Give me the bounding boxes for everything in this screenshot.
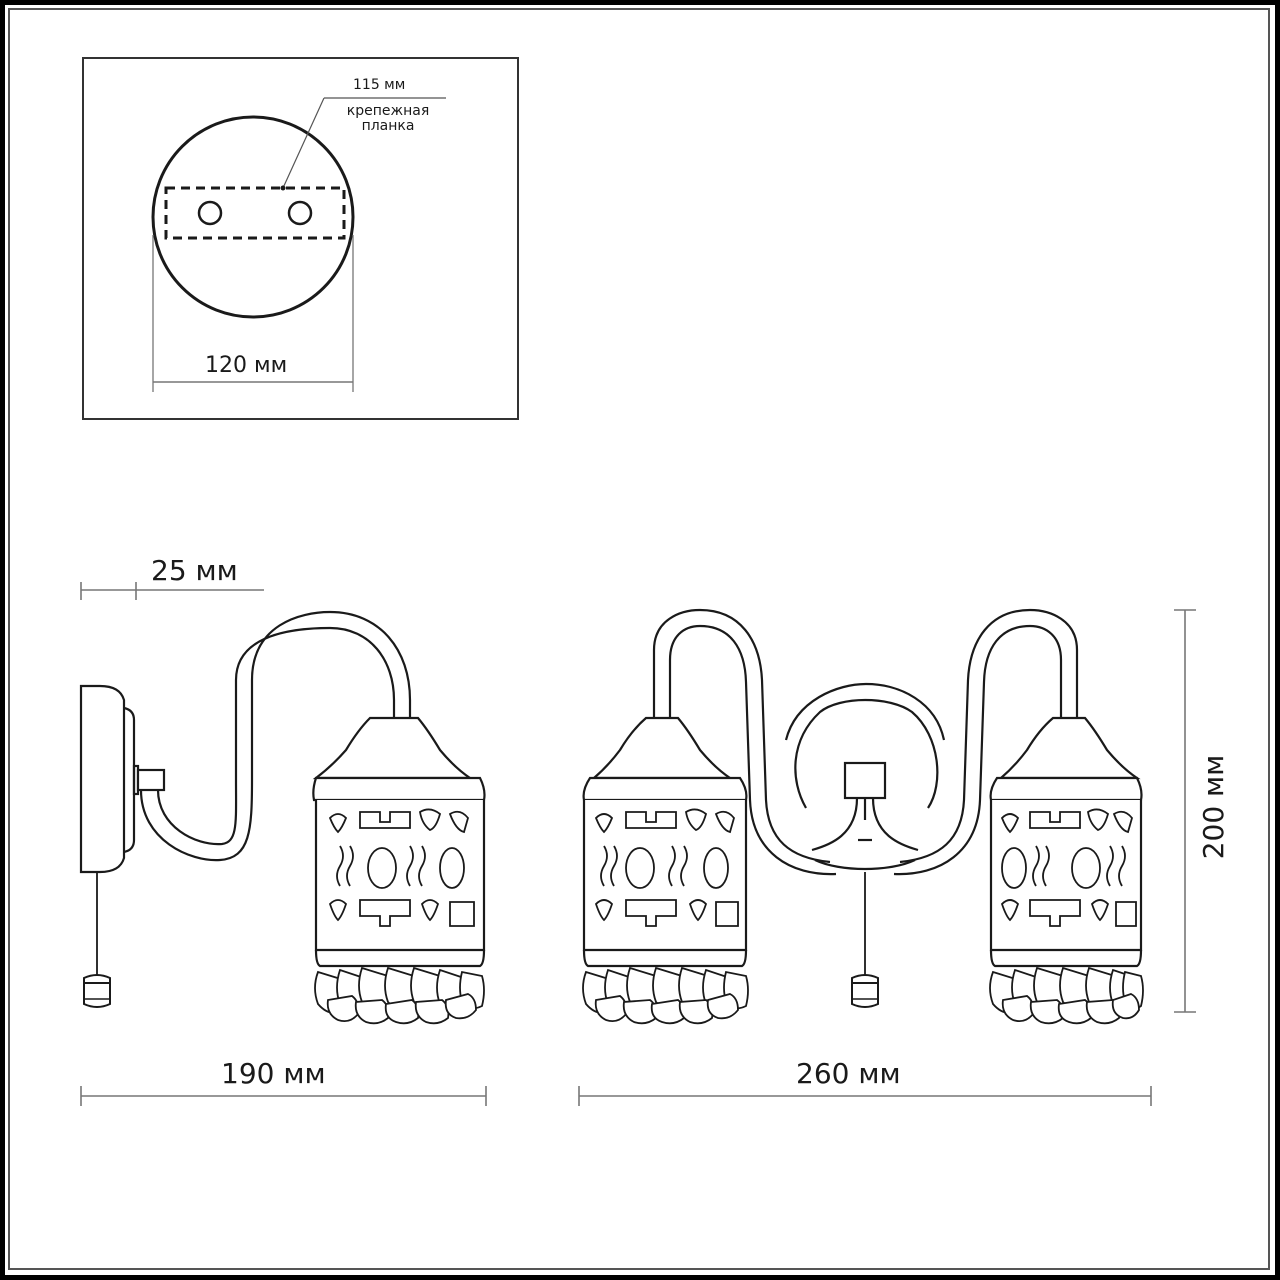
bracket-note-line1: крепежная [346,103,430,119]
mounting-plate-drawing [151,97,446,392]
inner-frame [8,8,1270,1270]
width-label: 260 мм [796,1057,901,1090]
bracket-note-line2: планка [361,118,415,134]
wall-offset-label: 25 мм [151,554,238,587]
side-view-dimensions [80,582,487,1106]
bracket-note: крепежная планка [330,104,446,134]
depth-label: 190 мм [221,1057,326,1090]
plate-diameter-label: 120 мм [205,353,288,378]
front-view-dimensions [578,609,1196,1106]
right-shade [989,716,1144,1025]
height-label: 200 мм [1197,754,1230,860]
front-view-drawing [582,608,1144,1025]
side-view-drawing [79,610,486,1025]
left-shade [582,716,749,1025]
bracket-length-label: 115 мм [353,77,406,93]
